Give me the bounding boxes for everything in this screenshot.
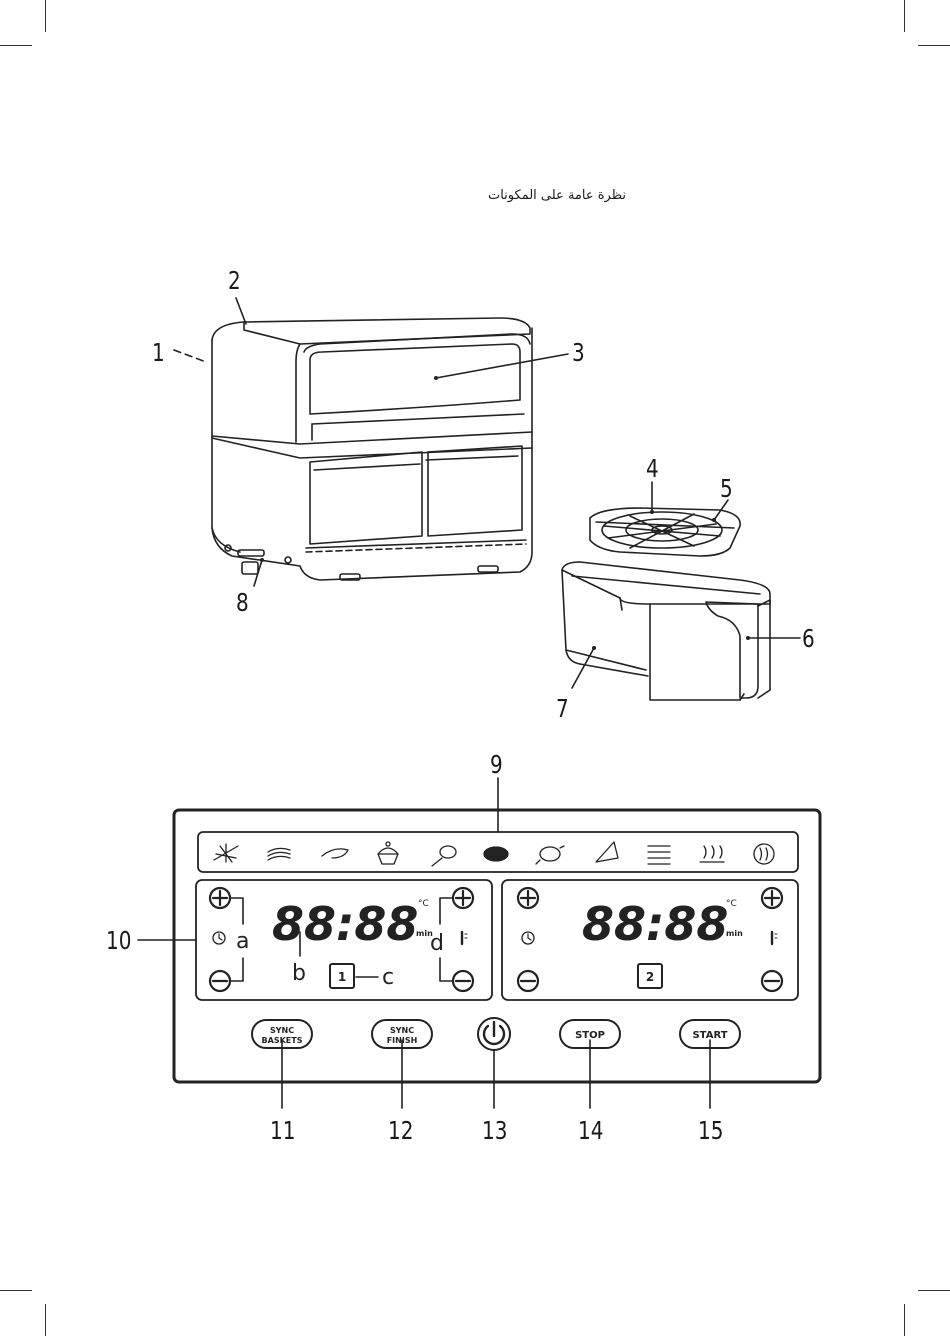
- leader-3: [436, 354, 568, 378]
- callout-8: 8: [236, 590, 249, 615]
- callout-2: 2: [228, 268, 241, 293]
- callout-6: 6: [802, 626, 815, 651]
- callout-4: 4: [646, 456, 659, 481]
- steak-icon: [484, 847, 508, 861]
- callout-11: 11: [270, 1118, 295, 1143]
- leader-2: [236, 298, 246, 324]
- cupcake-icon: [378, 842, 398, 864]
- zone1-temp-unit: °C: [418, 899, 429, 909]
- callout-15: 15: [698, 1118, 723, 1143]
- reheat-icon: [754, 844, 774, 864]
- sync-finish-line2: FINISH: [387, 1036, 418, 1045]
- sub-label-d: d: [430, 931, 444, 956]
- keep-warm-icon: [700, 846, 724, 862]
- zone2-temp-unit: °C: [726, 899, 737, 909]
- zone1-display: 88:88: [272, 897, 418, 951]
- callout-13: 13: [482, 1118, 507, 1143]
- callout-3: 3: [572, 340, 585, 365]
- sync-baskets-line1: SYNC: [270, 1026, 294, 1035]
- callout-1: 1: [152, 340, 165, 365]
- callout-12: 12: [388, 1118, 413, 1143]
- zone1-label: 1: [338, 970, 346, 984]
- stop-label: STOP: [575, 1030, 605, 1041]
- sync-finish-line1: SYNC: [390, 1026, 414, 1035]
- callout-9: 9: [490, 752, 503, 777]
- shrimp-icon: [322, 849, 348, 858]
- pizza-icon: [596, 842, 618, 862]
- zone2-label: 2: [646, 970, 654, 984]
- sub-label-c: c: [382, 965, 394, 990]
- start-label: START: [692, 1030, 727, 1041]
- callout-14: 14: [578, 1118, 603, 1143]
- sub-label-b: b: [292, 961, 306, 986]
- dehydrate-icon: [648, 846, 670, 864]
- zone2-time-unit: min: [726, 929, 743, 938]
- callout-5: 5: [720, 476, 733, 501]
- chicken-icon: [536, 846, 564, 864]
- sub-label-a: a: [236, 929, 249, 954]
- air-fryer-unit: [212, 318, 532, 580]
- fries-icon: [214, 844, 238, 862]
- zone2-display: 88:88: [582, 897, 728, 951]
- callout-7: 7: [556, 696, 569, 721]
- leader-1: [174, 350, 206, 362]
- bacon-icon: [268, 848, 290, 860]
- drumstick-icon: [432, 846, 456, 866]
- callout-10: 10: [106, 928, 131, 953]
- sync-baskets-line2: BASKETS: [262, 1036, 303, 1045]
- basket: [562, 562, 770, 700]
